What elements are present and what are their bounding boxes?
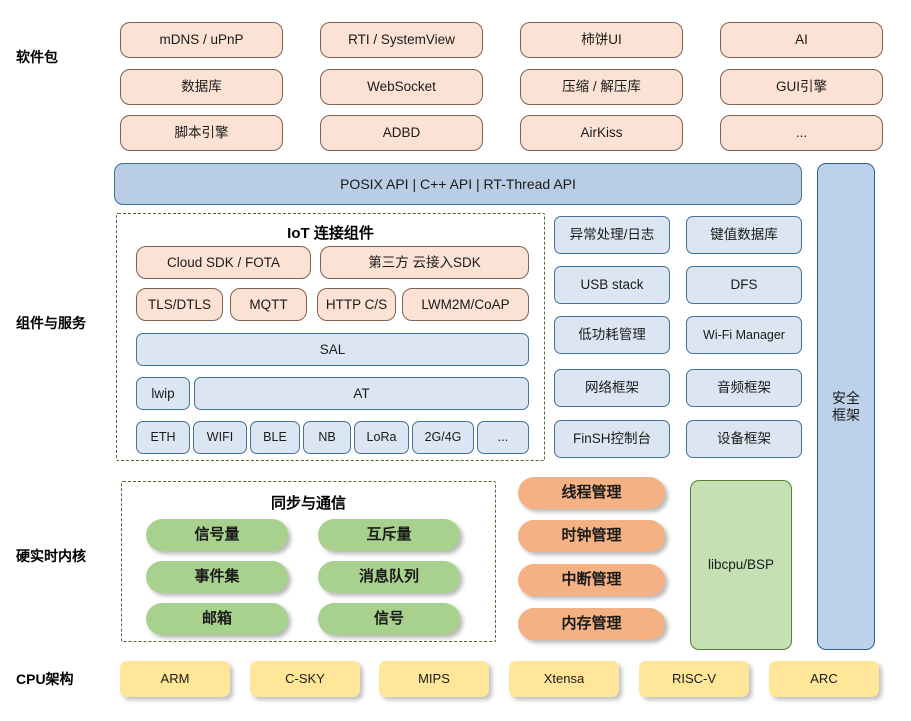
kernel-management-box[interactable]: 内存管理: [518, 608, 665, 640]
kernel-management-box[interactable]: 时钟管理: [518, 520, 665, 552]
kernel-sync-box[interactable]: 信号: [318, 603, 460, 635]
lwip-box[interactable]: lwip: [136, 377, 190, 410]
package-box[interactable]: GUI引擎: [720, 69, 883, 105]
component-box[interactable]: 异常处理/日志: [554, 216, 670, 254]
iot-group-title: IoT 连接组件: [287, 225, 374, 242]
cpu-arch-box[interactable]: ARC: [769, 661, 879, 697]
package-box[interactable]: RTI / SystemView: [320, 22, 483, 58]
component-box[interactable]: 低功耗管理: [554, 316, 670, 354]
kernel-sync-box[interactable]: 互斥量: [318, 519, 460, 551]
api-bar: POSIX API | C++ API | RT-Thread API: [114, 163, 802, 205]
link-box[interactable]: BLE: [250, 421, 300, 454]
kernel-sync-box[interactable]: 信号量: [146, 519, 288, 551]
link-box[interactable]: 2G/4G: [412, 421, 474, 454]
iot-group-border: [116, 213, 545, 461]
package-box[interactable]: WebSocket: [320, 69, 483, 105]
kernel-sync-box[interactable]: 邮箱: [146, 603, 288, 635]
iot-box[interactable]: Cloud SDK / FOTA: [136, 246, 311, 279]
iot-box[interactable]: 第三方 云接入SDK: [320, 246, 529, 279]
component-box[interactable]: DFS: [686, 266, 802, 304]
link-box[interactable]: NB: [303, 421, 351, 454]
kernel-sync-box[interactable]: 消息队列: [318, 561, 460, 593]
sync-group-border: [121, 481, 496, 642]
kernel-management-box[interactable]: 中断管理: [518, 564, 665, 596]
package-box[interactable]: ...: [720, 115, 883, 151]
security-framework-line2: 框架: [832, 406, 860, 423]
component-box[interactable]: 网络框架: [554, 369, 670, 407]
row-label-cpu-architecture: CPU架构: [16, 671, 74, 687]
package-box[interactable]: AirKiss: [520, 115, 683, 151]
cpu-arch-box[interactable]: MIPS: [379, 661, 489, 697]
security-framework-column: 安全 框架: [817, 163, 875, 650]
iot-box[interactable]: TLS/DTLS: [136, 288, 223, 321]
component-box[interactable]: 设备框架: [686, 420, 802, 458]
row-label-components-services: 组件与服务: [16, 315, 86, 331]
at-box[interactable]: AT: [194, 377, 529, 410]
link-box[interactable]: LoRa: [354, 421, 409, 454]
iot-box[interactable]: HTTP C/S: [317, 288, 396, 321]
cpu-arch-box[interactable]: RISC-V: [639, 661, 749, 697]
package-box[interactable]: AI: [720, 22, 883, 58]
component-box[interactable]: USB stack: [554, 266, 670, 304]
iot-box[interactable]: MQTT: [230, 288, 307, 321]
sync-group-title: 同步与通信: [270, 495, 346, 512]
kernel-management-box[interactable]: 线程管理: [518, 477, 665, 509]
cpu-arch-box[interactable]: Xtensa: [509, 661, 619, 697]
package-box[interactable]: ADBD: [320, 115, 483, 151]
package-box[interactable]: 柿饼UI: [520, 22, 683, 58]
cpu-arch-box[interactable]: ARM: [120, 661, 230, 697]
component-box[interactable]: 音频框架: [686, 369, 802, 407]
link-box[interactable]: ETH: [136, 421, 190, 454]
libcpu-bsp-box[interactable]: libcpu/BSP: [690, 480, 792, 650]
component-box[interactable]: 键值数据库: [686, 216, 802, 254]
component-box[interactable]: Wi-Fi Manager: [686, 316, 802, 354]
row-label-software-packages: 软件包: [16, 49, 58, 65]
iot-box[interactable]: LWM2M/CoAP: [402, 288, 529, 321]
component-box[interactable]: FinSH控制台: [554, 420, 670, 458]
cpu-arch-box[interactable]: C-SKY: [250, 661, 360, 697]
link-box[interactable]: ...: [477, 421, 529, 454]
link-box[interactable]: WIFI: [193, 421, 247, 454]
sal-box[interactable]: SAL: [136, 333, 529, 366]
package-box[interactable]: 数据库: [120, 69, 283, 105]
kernel-sync-box[interactable]: 事件集: [146, 561, 288, 593]
security-framework-line1: 安全: [832, 390, 860, 407]
row-label-hard-realtime-kernel: 硬实时内核: [16, 548, 86, 564]
package-box[interactable]: 脚本引擎: [120, 115, 283, 151]
package-box[interactable]: 压缩 / 解压库: [520, 69, 683, 105]
package-box[interactable]: mDNS / uPnP: [120, 22, 283, 58]
